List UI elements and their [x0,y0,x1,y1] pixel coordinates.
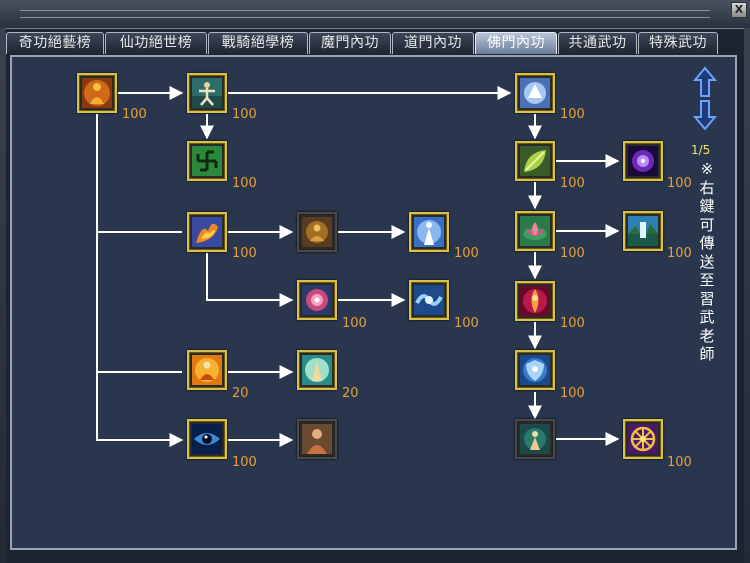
skill-green-leaf[interactable] [515,141,555,181]
skill-level-label: 100 [560,316,585,331]
tab-mo-neigong[interactable]: 魔門內功 [309,32,391,54]
window-title-bar: X [0,0,750,29]
skill-level-label: 100 [667,455,692,470]
tab-qigong[interactable]: 奇功絕藝榜 [6,32,104,54]
golden-buddha-statue-icon [82,78,112,108]
skill-level-label: 100 [232,107,257,122]
swastika-icon [192,146,222,176]
skill-level-label: 100 [454,316,479,331]
green-leaf-strike-icon [520,146,550,176]
page-down-arrow-icon[interactable] [693,99,717,131]
tab-zhanqi[interactable]: 戰騎絕學榜 [208,32,308,54]
skill-level-label: 100 [560,246,585,261]
skill-pink-swirl[interactable] [297,280,337,320]
skill-level-label: 100 [122,107,147,122]
skill-level-label: 100 [232,246,257,261]
skill-seated-meditation[interactable] [297,212,337,252]
skill-red-flame[interactable] [515,281,555,321]
skill-praying-hands[interactable] [297,350,337,390]
skill-level-label: 100 [232,455,257,470]
skill-cloud-figure[interactable] [515,73,555,113]
skill-tree-panel [10,55,737,550]
skill-waterfall[interactable] [623,211,663,251]
page-up-arrow-icon[interactable] [693,66,717,98]
window-right-edge [744,28,750,563]
blue-shield-icon [520,355,550,385]
skill-monk-portrait[interactable] [297,419,337,459]
seated-meditation-icon [302,217,332,247]
white-robed-guanyin-icon [414,217,444,247]
skill-level-label: 100 [342,316,367,331]
window-left-edge [0,28,6,563]
red-flame-spirit-icon [520,286,550,316]
skill-purple-vortex[interactable] [623,141,663,181]
lotus-flower-icon [520,216,550,246]
skill-level-label: 100 [560,176,585,191]
skill-fire-palm[interactable] [187,212,227,252]
skill-glowing-figure[interactable] [515,419,555,459]
skill-level-label: 100 [667,176,692,191]
skill-white-guanyin[interactable] [409,212,449,252]
skill-level-label: 100 [232,176,257,191]
skill-level-label: 20 [342,386,359,401]
cloud-figure-icon [520,78,550,108]
skill-level-label: 100 [560,107,585,122]
tab-common-martial[interactable]: 共通武功 [558,32,637,54]
monk-portrait-icon [302,424,332,454]
praying-hands-aura-icon [302,355,332,385]
skill-eye[interactable] [187,419,227,459]
waterfall-landscape-icon [628,216,658,246]
tab-special-martial[interactable]: 特殊武功 [638,32,718,54]
skill-meditating-monk[interactable] [187,350,227,390]
skill-swastika[interactable] [187,141,227,181]
skill-lotus[interactable] [515,211,555,251]
close-button[interactable]: X [731,2,747,18]
tab-fo-neigong[interactable]: 佛門內功 [475,32,557,54]
eye-icon [192,424,222,454]
skill-level-label: 100 [454,246,479,261]
skill-level-label: 100 [560,386,585,401]
golden-dharma-wheel-icon [628,424,658,454]
skill-blue-wave[interactable] [409,280,449,320]
skill-level-label: 100 [667,246,692,261]
fire-palm-icon [192,217,222,247]
skill-monk-stance[interactable] [187,73,227,113]
skill-dharma-wheel[interactable] [623,419,663,459]
blue-wave-icon [414,285,444,315]
monk-stance-icon [192,78,222,108]
tab-xiangong[interactable]: 仙功絕世榜 [105,32,207,54]
page-indicator: 1/5 [691,143,711,157]
meditating-monk-icon [192,355,222,385]
skill-level-label: 20 [232,386,249,401]
purple-vortex-icon [628,146,658,176]
skill-blue-shield[interactable] [515,350,555,390]
skill-golden-buddha[interactable] [77,73,117,113]
glowing-figure-icon [520,424,550,454]
tab-dao-neigong[interactable]: 道門內功 [392,32,474,54]
pink-swirl-icon [302,285,332,315]
teleport-hint-text: ※右鍵可傳送至習武老師 [699,160,715,363]
